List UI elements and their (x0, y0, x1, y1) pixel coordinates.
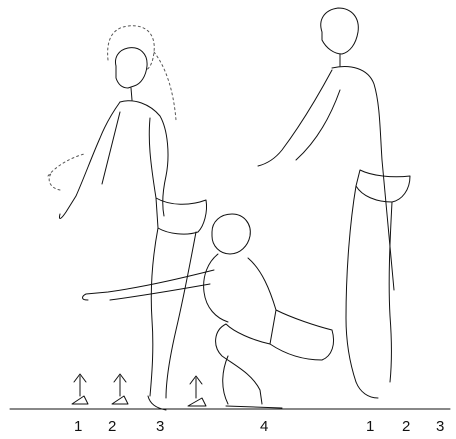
foot-arrow-icon-2 (112, 374, 128, 404)
position-label: 1 (74, 418, 82, 435)
position-label: 2 (402, 418, 410, 435)
ghost-arm-trail (48, 154, 84, 190)
position-label: 3 (156, 418, 164, 435)
foot-arrow-icon-3 (188, 376, 206, 406)
position-label: 2 (108, 418, 116, 435)
foot-arrow-icon-1 (72, 374, 88, 404)
standing-figure-left (59, 48, 206, 410)
position-label: 3 (436, 418, 444, 435)
position-label: 1 (366, 418, 374, 435)
position-labels: 1 2 3 4 1 2 3 (74, 418, 444, 435)
position-label: 4 (260, 418, 268, 435)
